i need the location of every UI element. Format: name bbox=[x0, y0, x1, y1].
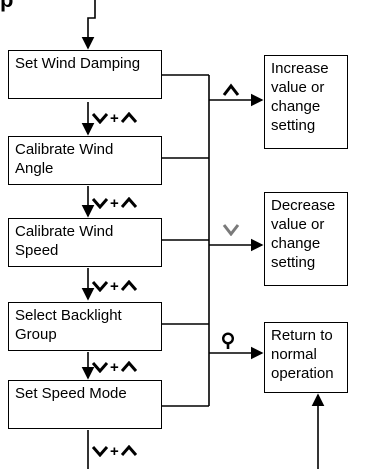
result-label: Increase value or change setting bbox=[271, 60, 329, 134]
plus-sign: + bbox=[110, 358, 119, 376]
step-calibrate-wind-angle: Calibrate Wind Angle bbox=[8, 136, 162, 185]
result-label: Return to normal operation bbox=[271, 327, 334, 382]
plus-sign: + bbox=[110, 277, 119, 295]
plus-sign: + bbox=[110, 194, 119, 212]
down-chevron-icon bbox=[92, 198, 108, 209]
top-label: p bbox=[0, 0, 13, 13]
step-label: Calibrate Wind Angle bbox=[15, 141, 114, 177]
up-chevron-icon bbox=[120, 112, 137, 123]
entry-line bbox=[81, 0, 96, 50]
down-chevron-icon bbox=[92, 362, 108, 373]
down-chevron-icon bbox=[92, 446, 108, 457]
step-calibrate-wind-speed: Calibrate Wind Speed bbox=[8, 218, 162, 267]
up-chevron-icon bbox=[120, 197, 137, 208]
step-label: Select Backlight Group bbox=[15, 307, 122, 343]
step-set-speed-mode: Set Speed Mode bbox=[8, 380, 162, 429]
bulb-icon bbox=[221, 332, 235, 349]
step-select-backlight-group: Select Backlight Group bbox=[8, 302, 162, 351]
step-label: Set Speed Mode bbox=[15, 385, 127, 402]
up-chevron-icon bbox=[120, 445, 137, 456]
up-chevron-icon bbox=[120, 361, 137, 372]
transition-keys: + bbox=[92, 109, 137, 127]
down-chevron-icon bbox=[92, 113, 108, 124]
plus-sign: + bbox=[110, 109, 119, 127]
result-label: Decrease value or change setting bbox=[271, 197, 336, 271]
result-return: Return to normal operation bbox=[264, 322, 348, 393]
transition-keys: + bbox=[92, 358, 137, 376]
transition-keys: + bbox=[92, 277, 137, 295]
result-decrease: Decrease value or change setting bbox=[264, 192, 348, 286]
result-increase: Increase value or change setting bbox=[264, 55, 348, 149]
up-chevron-icon bbox=[222, 83, 240, 96]
plus-sign: + bbox=[110, 442, 119, 460]
step-label: Set Wind Damping bbox=[15, 55, 141, 72]
step-label: Calibrate Wind Speed bbox=[15, 223, 114, 259]
down-chevron-icon bbox=[222, 224, 240, 236]
up-chevron-icon bbox=[120, 280, 137, 291]
transition-keys: + bbox=[92, 194, 137, 212]
transition-keys: + bbox=[92, 442, 137, 460]
step-set-wind-damping: Set Wind Damping bbox=[8, 50, 162, 99]
down-chevron-icon bbox=[92, 281, 108, 292]
